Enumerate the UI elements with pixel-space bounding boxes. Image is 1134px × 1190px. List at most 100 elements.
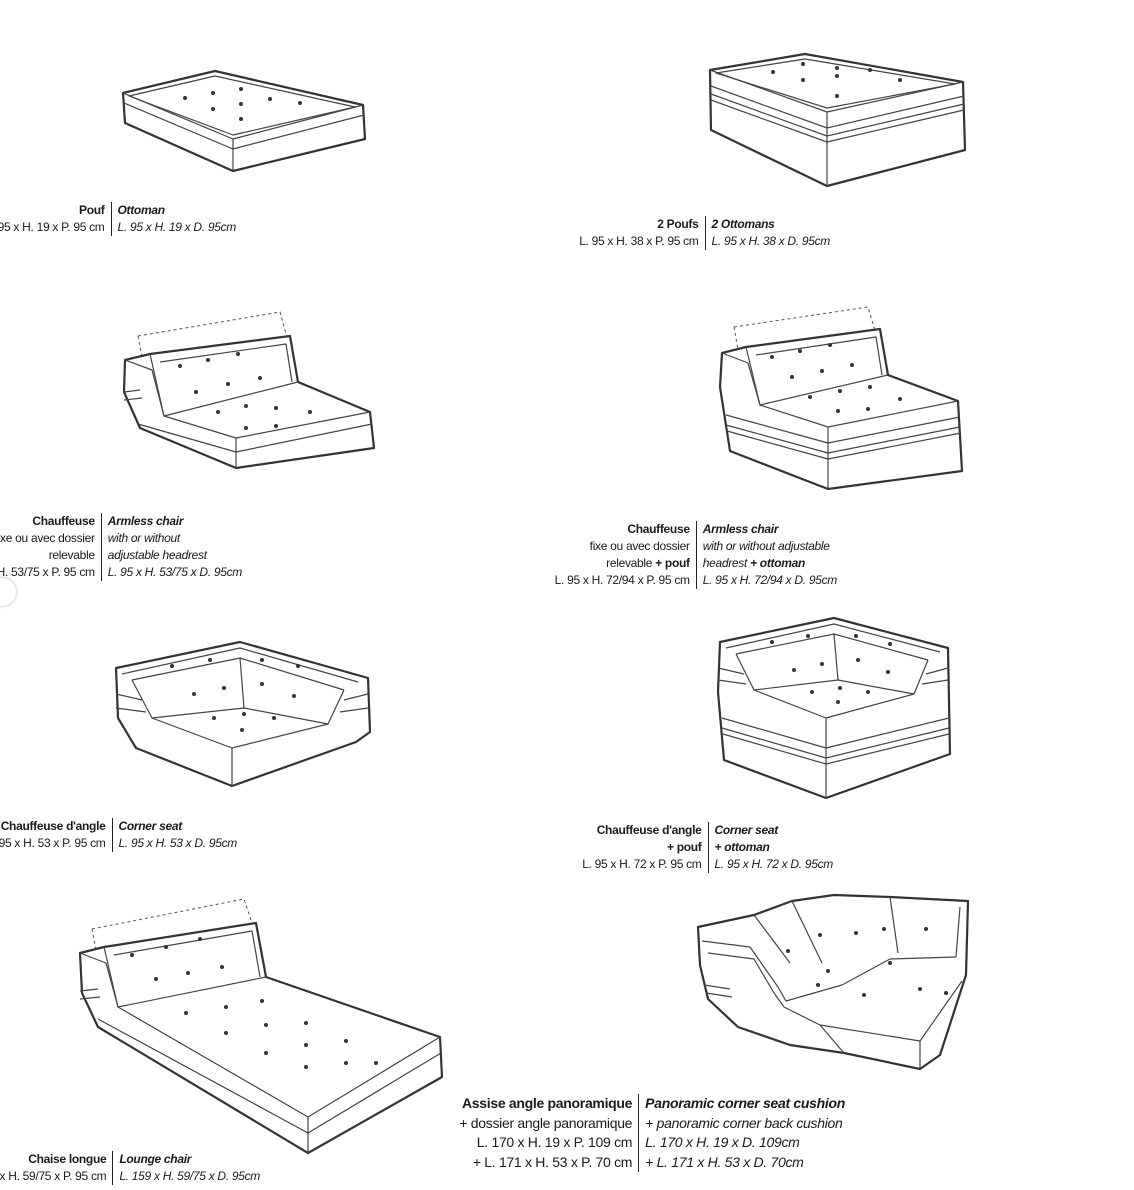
caption-line: fixe ou avec dossier: [555, 538, 690, 555]
caption-text: Chauffeuse: [32, 514, 95, 528]
carousel-nav-handle[interactable]: [0, 578, 16, 606]
caption-en: 2 Ottomans L. 95 x H. 38 x D. 95cm: [704, 216, 831, 250]
caption-text: L. 95 x H. 38 x P. 95 cm: [579, 234, 699, 248]
caption-text: 2 Ottomans: [711, 217, 775, 231]
caption-text: Ottoman: [117, 203, 166, 217]
caption-line: adjustable headrest: [108, 547, 242, 564]
caption-text: L. 170 x H. 19 x D. 109cm: [645, 1134, 800, 1150]
caption-text: Lounge chair: [119, 1152, 192, 1166]
caption-line: + dossier angle panoramique: [459, 1114, 632, 1134]
caption-fr: Chaise longue L. 159 x H. 59/75 x P. 95 c…: [0, 1151, 112, 1185]
caption-line: L. 95 x H. 53/75 x P. 95 cm: [0, 564, 95, 581]
caption-fr: Assise angle panoramique+ dossier angle …: [459, 1094, 638, 1172]
caption-text: Chauffeuse: [627, 522, 690, 536]
pouf-illustration: [115, 65, 375, 177]
caption-text: + dossier angle panoramique: [459, 1114, 633, 1131]
caption-text: + panoramic corner back cushion: [645, 1114, 843, 1131]
caption-panoramic: Assise angle panoramique+ dossier angle …: [459, 1094, 845, 1172]
caption-text: relevable: [48, 548, 95, 562]
caption-text: + pouf: [655, 556, 690, 570]
caption-line: Chauffeuse: [0, 513, 95, 530]
caption-text: Corner seat: [714, 823, 779, 837]
caption-text: L. 95 x H. 72/94 x P. 95 cm: [554, 573, 690, 587]
caption-text: Pouf: [79, 203, 105, 217]
caption-text: + L. 171 x H. 53 x D. 70cm: [645, 1153, 804, 1170]
caption-text: L. 170 x H. 19 x P. 109 cm: [476, 1134, 633, 1150]
corner-seat-illustration: [112, 638, 374, 788]
caption-text: Chauffeuse d'angle: [0, 819, 106, 833]
caption-text: L. 159 x H. 59/75 x P. 95 cm: [0, 1169, 107, 1183]
caption-text: + pouf: [666, 840, 702, 854]
caption-text: L. 95 x H. 53/75 x P. 95 cm: [0, 565, 95, 579]
caption-line: L. 159 x H. 59/75 x D. 95cm: [119, 1168, 260, 1185]
caption-text: L. 95 x H. 72/94 x D. 95cm: [702, 573, 838, 587]
caption-line: Corner seat: [119, 818, 238, 835]
caption-text: L. 95 x H. 53 x P. 95 cm: [0, 836, 106, 850]
caption-line: Assise angle panoramique: [459, 1094, 633, 1114]
caption-line: Chaise longue: [0, 1151, 106, 1168]
caption-text: headrest: [702, 556, 751, 570]
caption-text: L. 95 x H. 38 x D. 95cm: [711, 234, 831, 248]
caption-text: L. 95 x H. 72 x P. 95 cm: [582, 857, 702, 871]
caption-line: headrest + ottoman: [703, 555, 837, 572]
caption-text: relevable: [606, 556, 656, 570]
two-poufs-illustration: [705, 50, 970, 190]
caption-text: Chaise longue: [28, 1152, 107, 1166]
caption-text: L. 95 x H. 19 x D. 95cm: [117, 220, 237, 234]
caption-line: L. 95 x H. 53 x D. 95cm: [119, 835, 238, 852]
caption-line: relevable + pouf: [555, 555, 690, 572]
caption-line: Pouf: [0, 202, 105, 219]
caption-line: L. 170 x H. 19 x D. 109cm: [645, 1133, 845, 1153]
caption-text: 2 Poufs: [657, 217, 699, 231]
chauffeuse-pouf-illustration: [718, 305, 968, 490]
caption-text: with or without: [107, 531, 181, 545]
caption-line: Ottoman: [118, 202, 237, 219]
caption-pouf: PoufL. 95 x H. 19 x P. 95 cm Ottoman L. 9…: [0, 202, 236, 236]
caption-text: + ottoman: [714, 840, 770, 854]
caption-en: Lounge chair L. 159 x H. 59/75 x D. 95cm: [112, 1151, 260, 1185]
caption-line: L. 95 x H. 38 x D. 95cm: [712, 233, 831, 250]
caption-line: 2 Ottomans: [712, 216, 831, 233]
caption-line: L. 95 x H. 53 x P. 95 cm: [0, 835, 106, 852]
caption-chaise-longue: Chaise longue L. 159 x H. 59/75 x P. 95 c…: [0, 1151, 260, 1185]
caption-line: fixe ou avec dossier: [0, 530, 95, 547]
caption-line: L. 95 x H. 72 x D. 95cm: [715, 856, 834, 873]
caption-text: Corner seat: [118, 819, 183, 833]
caption-en: Panoramic corner seat cushion + panoramic…: [638, 1094, 845, 1172]
caption-line: relevable: [0, 547, 95, 564]
caption-en: Corner seat L. 95 x H. 53 x D. 95cm: [111, 818, 238, 852]
caption-line: Chauffeuse: [555, 521, 690, 538]
caption-line: Chauffeuse d'angle: [0, 818, 106, 835]
caption-text: + ottoman: [750, 556, 806, 570]
caption-text: L. 95 x H. 53 x D. 95cm: [118, 836, 238, 850]
caption-line: + panoramic corner back cushion: [645, 1114, 845, 1134]
caption-text: + L. 171 x H. 53 x P. 70 cm: [472, 1153, 633, 1170]
caption-line: L. 159 x H. 59/75 x P. 95 cm: [0, 1168, 107, 1185]
caption-text: Armless chair: [107, 514, 184, 528]
caption-chauffeuse: Chauffeuse fixe ou avec dossier relevableL…: [0, 513, 242, 581]
caption-line: + L. 171 x H. 53 x P. 70 cm: [459, 1153, 633, 1173]
caption-line: with or without: [108, 530, 242, 547]
caption-line: L. 95 x H. 38 x P. 95 cm: [579, 233, 699, 250]
caption-corner-seat-pouf: Chauffeuse d'angle+ pouf L. 95 x H. 72 x …: [582, 822, 833, 873]
caption-line: 2 Poufs: [579, 216, 699, 233]
caption-text: with or without adjustable: [702, 539, 830, 553]
caption-en: Armless chair with or without adjustable h…: [100, 513, 242, 581]
caption-fr: Chauffeuse fixe ou avec dossier relevableL…: [0, 513, 101, 581]
caption-line: L. 95 x H. 72/94 x D. 95cm: [702, 572, 838, 589]
caption-text: L. 95 x H. 72 x D. 95cm: [714, 857, 834, 871]
chauffeuse-illustration: [120, 308, 385, 468]
caption-line: + ottoman: [715, 839, 834, 856]
caption-text: fixe ou avec dossier: [0, 531, 95, 545]
caption-fr: Chauffeuse d'angle+ pouf L. 95 x H. 72 x …: [582, 822, 707, 873]
caption-line: Chauffeuse d'angle: [582, 822, 702, 839]
corner-seat-pouf-illustration: [716, 614, 956, 800]
caption-text: Panoramic corner seat cushion: [645, 1095, 845, 1111]
caption-line: Armless chair: [108, 513, 242, 530]
caption-line: Lounge chair: [119, 1151, 260, 1168]
caption-fr: PoufL. 95 x H. 19 x P. 95 cm: [0, 202, 111, 236]
caption-text: L. 159 x H. 59/75 x D. 95cm: [119, 1169, 260, 1183]
